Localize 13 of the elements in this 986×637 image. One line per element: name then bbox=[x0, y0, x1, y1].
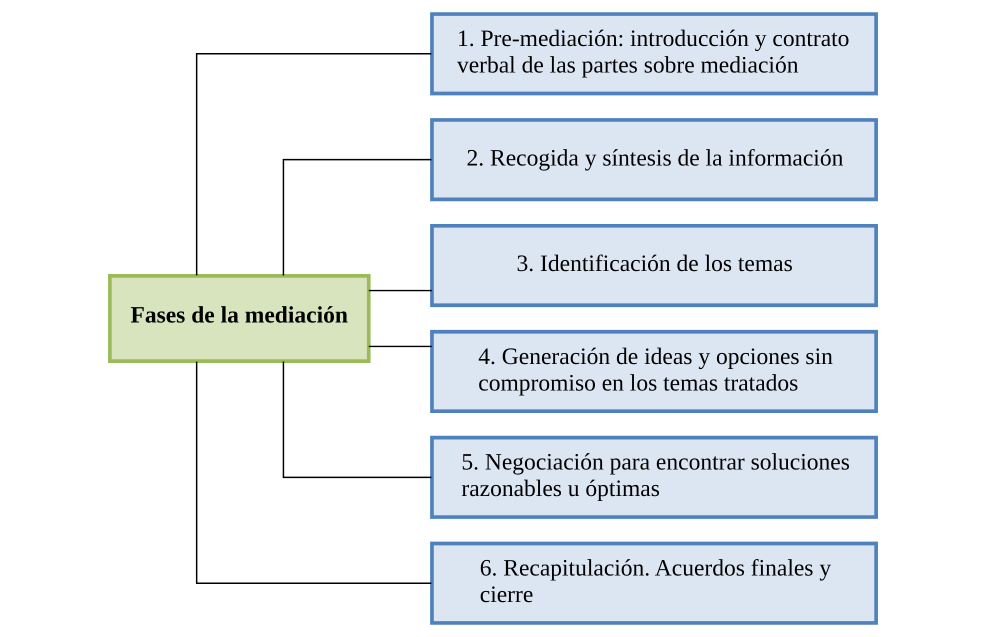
node-box: 4. Generación de ideas y opciones sin compromiso en los temas tratados bbox=[430, 330, 878, 413]
connector bbox=[368, 346, 432, 348]
connector bbox=[368, 290, 432, 292]
node-box: 3. Identificación de los temas bbox=[430, 224, 878, 308]
node-box: 6. Recapitulación. Acuerdos finales y cierre bbox=[430, 542, 878, 625]
connector bbox=[282, 158, 432, 276]
node-box: Fases de la mediación bbox=[108, 274, 371, 363]
node-box: 5. Negociación para encontrar soluciones razonables u óptimas bbox=[430, 436, 878, 519]
connector bbox=[282, 362, 432, 478]
connector bbox=[196, 53, 432, 276]
node-box: 2. Recogida y síntesis de la información bbox=[430, 118, 878, 202]
node-box: 1. Pre-mediación: introducción y contrato verbal de las partes sobre mediación bbox=[430, 12, 878, 96]
connector bbox=[196, 362, 432, 584]
